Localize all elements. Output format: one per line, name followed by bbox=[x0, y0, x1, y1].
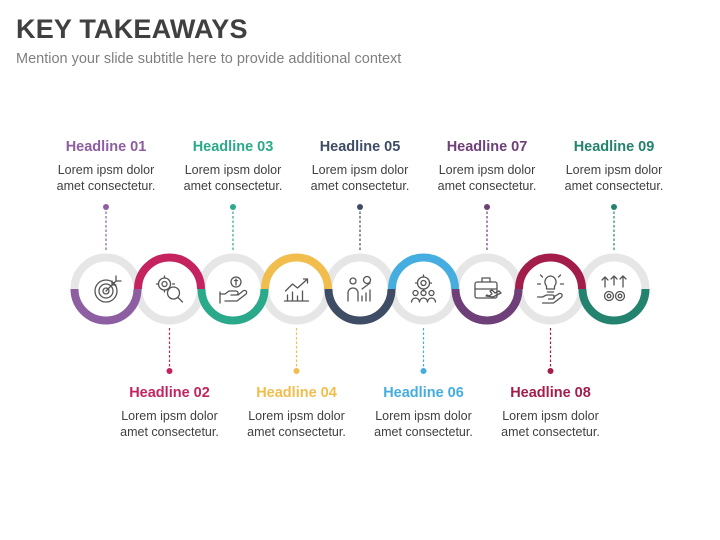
takeaway-item-3: Headline 03 Lorem ipsm dolor amet consecte… bbox=[170, 138, 296, 194]
team-gear-icon bbox=[410, 274, 437, 303]
ring-accent-3 bbox=[197, 288, 269, 325]
ring-accent-7 bbox=[451, 288, 523, 325]
description: Lorem ipsm dolor amet consectetur. bbox=[424, 162, 550, 194]
hand-coins-icon bbox=[219, 276, 248, 304]
description-line: Lorem ipsm dolor bbox=[121, 409, 218, 423]
headline: Headline 04 bbox=[256, 385, 337, 401]
takeaway-item-2: Headline 02 Lorem ipsm dolor amet consecte… bbox=[107, 384, 233, 440]
headline: Headline 06 bbox=[383, 385, 464, 401]
description-line: Lorem ipsm dolor bbox=[248, 409, 345, 423]
description-line: amet consectetur. bbox=[247, 425, 346, 439]
growth-chart-icon bbox=[283, 278, 310, 302]
description: Lorem ipsm dolor amet consectetur. bbox=[43, 162, 169, 194]
description: Lorem ipsm dolor amet consectetur. bbox=[551, 162, 677, 194]
hand-lightbulb-icon bbox=[536, 274, 565, 304]
arrows-gears-icon bbox=[601, 275, 627, 302]
headline: Headline 01 bbox=[65, 139, 147, 155]
description-line: amet consectetur. bbox=[374, 425, 473, 439]
takeaway-item-5: Headline 05 Lorem ipsm dolor amet consecte… bbox=[297, 138, 423, 194]
ring-accent-5 bbox=[324, 288, 396, 325]
takeaway-item-4: Headline 04 Lorem ipsm dolor amet consecte… bbox=[234, 384, 360, 440]
description-line: Lorem ipsm dolor bbox=[311, 163, 409, 177]
description-line: Lorem ipsm dolor bbox=[502, 409, 599, 423]
description: Lorem ipsm dolor amet consectetur. bbox=[488, 408, 614, 440]
description: Lorem ipsm dolor amet consectetur. bbox=[234, 408, 360, 440]
ring-accent-6 bbox=[388, 253, 459, 290]
description-line: amet consectetur. bbox=[437, 179, 537, 193]
description-line: amet consectetur. bbox=[56, 179, 156, 193]
description: Lorem ipsm dolor amet consectetur. bbox=[170, 162, 296, 194]
description: Lorem ipsm dolor amet consectetur. bbox=[107, 408, 233, 440]
headline: Headline 07 bbox=[446, 139, 528, 155]
takeaway-item-1: Headline 01 Lorem ipsm dolor amet consecte… bbox=[43, 138, 169, 194]
ring-accent-9 bbox=[578, 288, 650, 325]
takeaway-item-7: Headline 07 Lorem ipsm dolor amet consecte… bbox=[424, 138, 550, 194]
connector-dot bbox=[420, 368, 427, 374]
briefcase-plane-icon bbox=[474, 277, 502, 299]
connector-dot bbox=[166, 368, 173, 374]
description-line: amet consectetur. bbox=[120, 425, 219, 439]
headline: Headline 02 bbox=[129, 385, 210, 401]
takeaway-item-6: Headline 06 Lorem ipsm dolor amet consecte… bbox=[361, 384, 487, 440]
description: Lorem ipsm dolor amet consectetur. bbox=[297, 162, 423, 194]
description-line: Lorem ipsm dolor bbox=[438, 163, 536, 177]
target-arrows-icon bbox=[94, 275, 122, 303]
description-line: Lorem ipsm dolor bbox=[57, 163, 155, 177]
description: Lorem ipsm dolor amet consectetur. bbox=[361, 408, 487, 440]
headline: Headline 08 bbox=[510, 385, 591, 401]
ring-accent-8 bbox=[515, 253, 586, 290]
ring-accent-1 bbox=[70, 288, 142, 325]
description-line: Lorem ipsm dolor bbox=[184, 163, 282, 177]
connector-dot bbox=[547, 368, 554, 374]
connector-dot bbox=[611, 204, 617, 210]
description-line: amet consectetur. bbox=[501, 425, 600, 439]
description-line: amet consectetur. bbox=[310, 179, 410, 193]
ring-accent-2 bbox=[134, 253, 205, 290]
headline: Headline 05 bbox=[319, 139, 401, 155]
page-title: KEY TAKEAWAYS bbox=[16, 14, 248, 44]
connector-dot bbox=[357, 204, 363, 210]
description-line: amet consectetur. bbox=[183, 179, 283, 193]
connector-dot bbox=[230, 204, 236, 210]
description-line: Lorem ipsm dolor bbox=[375, 409, 472, 423]
headline: Headline 03 bbox=[192, 139, 274, 155]
takeaway-item-8: Headline 08 Lorem ipsm dolor amet consecte… bbox=[488, 384, 614, 440]
connector-dot bbox=[293, 368, 300, 374]
takeaway-item-9: Headline 09 Lorem ipsm dolor amet consecte… bbox=[551, 138, 677, 194]
connector-dot bbox=[103, 204, 109, 210]
headline: Headline 09 bbox=[573, 139, 655, 155]
description-line: Lorem ipsm dolor bbox=[565, 163, 663, 177]
gear-magnifier-icon bbox=[155, 275, 184, 303]
description-line: amet consectetur. bbox=[564, 179, 664, 193]
ring-accent-4 bbox=[261, 253, 332, 290]
connector-dot bbox=[484, 204, 490, 210]
page-subtitle: Mention your slide subtitle here to prov… bbox=[16, 51, 402, 67]
person-chart-gear-icon bbox=[347, 275, 372, 302]
